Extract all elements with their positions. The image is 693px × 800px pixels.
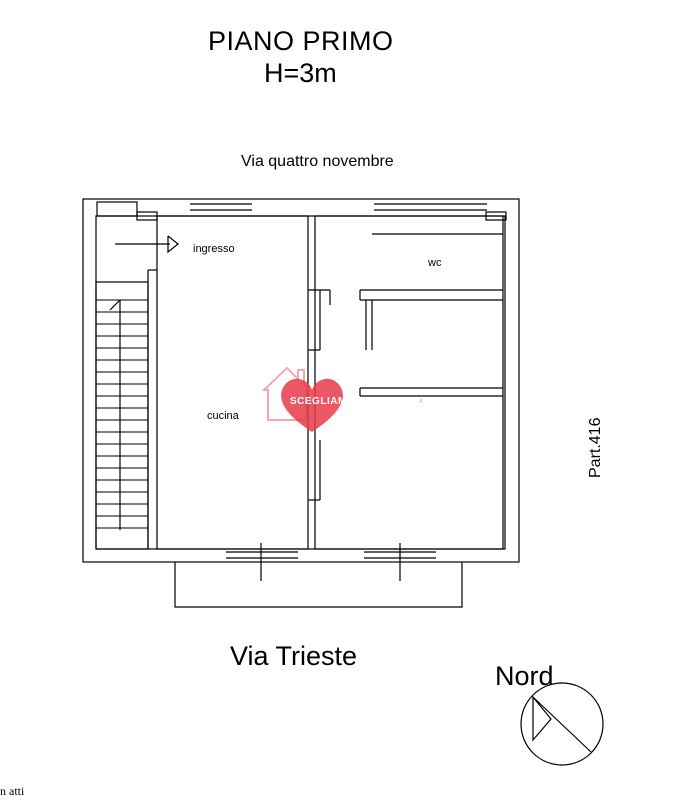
watermark-logo xyxy=(262,366,343,432)
watermark-text: SCEGLIAMOCASA xyxy=(290,396,386,407)
kitchen-wall xyxy=(156,215,309,550)
outer-wall xyxy=(82,198,520,563)
watermark-suffix: .it xyxy=(418,399,423,405)
plan-title: PIANO PRIMO xyxy=(208,26,394,56)
staircase xyxy=(95,281,149,550)
street-label-bottom: Via Trieste xyxy=(230,641,358,671)
street-label-top: Via quattro novembre xyxy=(241,153,394,170)
plan-height: H=3m xyxy=(264,58,337,88)
room-label-wc: wc xyxy=(428,257,442,269)
compass-label: Nord xyxy=(495,661,554,691)
balcony xyxy=(174,562,463,608)
room-label-cucina: cucina xyxy=(207,410,239,422)
compass-circle xyxy=(520,682,604,766)
heart-icon xyxy=(281,378,343,432)
stair-steps xyxy=(96,299,148,529)
north-arrow-icon xyxy=(532,695,552,742)
right-block-wall xyxy=(314,215,504,550)
room-label-ingresso: ingresso xyxy=(193,243,235,255)
parcel-label: Part.416 xyxy=(587,417,604,478)
footer-note: n atti xyxy=(0,784,25,798)
